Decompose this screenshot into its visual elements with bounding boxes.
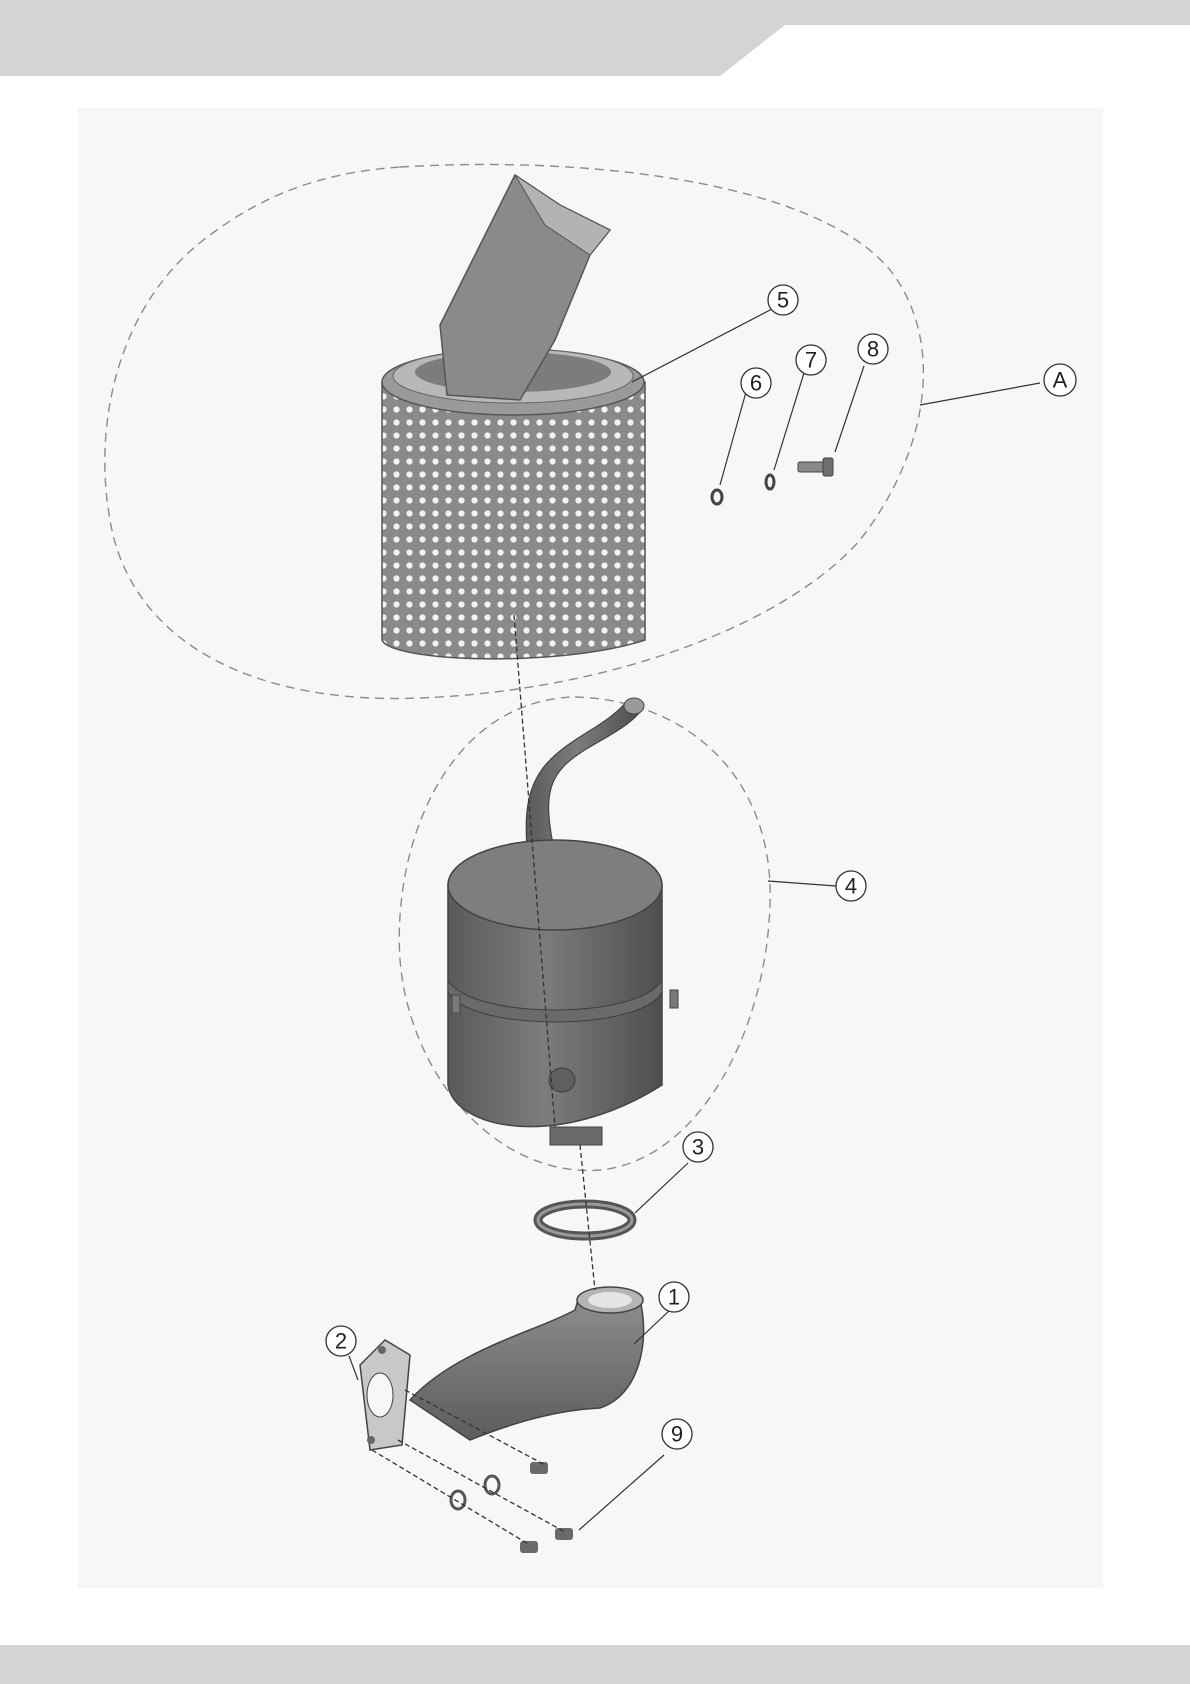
perforated-rain-cap-icon bbox=[382, 175, 645, 659]
callout-part-7: 7 bbox=[796, 345, 826, 375]
callout-part-8: 8 bbox=[858, 334, 888, 364]
bolt-icon bbox=[530, 1462, 548, 1474]
svg-text:3: 3 bbox=[692, 1135, 704, 1160]
callout-part-3: 3 bbox=[683, 1132, 713, 1162]
svg-text:6: 6 bbox=[750, 371, 762, 396]
muffler-icon bbox=[448, 698, 678, 1145]
callout-part-1: 1 bbox=[659, 1282, 689, 1312]
svg-text:8: 8 bbox=[867, 337, 879, 362]
callout-part-4: 4 bbox=[836, 871, 866, 901]
svg-text:9: 9 bbox=[671, 1422, 683, 1447]
svg-text:7: 7 bbox=[805, 348, 817, 373]
bottom-bar bbox=[0, 1645, 1190, 1684]
bolt-icon bbox=[555, 1528, 573, 1540]
svg-text:4: 4 bbox=[845, 874, 857, 899]
svg-text:A: A bbox=[1053, 368, 1068, 393]
callout-part-2: 2 bbox=[326, 1326, 356, 1356]
washer-icon bbox=[712, 490, 722, 504]
callout-part-6: 6 bbox=[741, 368, 771, 398]
svg-text:2: 2 bbox=[335, 1329, 347, 1354]
washer-icon bbox=[766, 475, 774, 489]
svg-text:5: 5 bbox=[777, 288, 789, 313]
callout-part-5: 5 bbox=[768, 285, 798, 315]
bolt-icon bbox=[798, 458, 833, 476]
callout-assembly-a: A bbox=[1044, 364, 1076, 396]
clamp-ring-icon bbox=[538, 1204, 632, 1236]
exhaust-elbow-icon bbox=[410, 1287, 644, 1440]
washer-icon bbox=[451, 1491, 465, 1509]
svg-text:1: 1 bbox=[668, 1285, 680, 1310]
gasket-icon bbox=[360, 1340, 410, 1450]
bolt-icon bbox=[520, 1541, 538, 1553]
callout-part-9: 9 bbox=[662, 1419, 692, 1449]
